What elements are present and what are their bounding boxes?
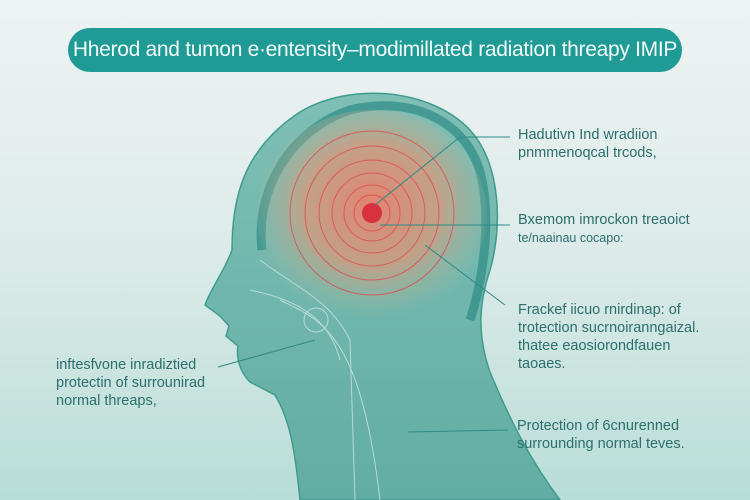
label-line: Hadutivn Ind wradiion bbox=[518, 127, 658, 143]
dose-rings bbox=[289, 130, 455, 296]
label-line: normal threaps, bbox=[56, 393, 157, 409]
label-line: te/naainau cocapo: bbox=[518, 231, 624, 245]
label-lower-right: Frackef iicuo rnirdinap: of trotection s… bbox=[518, 301, 699, 373]
label-bottom-right: Protection of 6cnurenned surrounding nor… bbox=[517, 417, 685, 453]
leader-lines bbox=[217, 136, 510, 433]
label-line: Frackef iicuo rnirdinap: of bbox=[518, 302, 681, 318]
label-line: surrounding normal teves. bbox=[517, 436, 685, 452]
title-banner: Hherod and tumon e·entensity–modimillate… bbox=[68, 28, 682, 72]
label-mid-right: Bxemom imrockon treaoict te/naainau coca… bbox=[518, 211, 690, 247]
label-line: taoaes. bbox=[518, 356, 566, 372]
label-line: Protection of 6cnurenned bbox=[517, 418, 680, 434]
label-line: pnmmenoqcal trcods, bbox=[518, 145, 657, 161]
label-line: trotection sucrnoiranngaizal. bbox=[518, 320, 700, 336]
tumor-target bbox=[362, 203, 382, 223]
label-line: thatee eaosiorondfauen bbox=[518, 338, 671, 354]
label-top-right: Hadutivn Ind wradiion pnmmenoqcal trcods… bbox=[518, 126, 657, 162]
label-line: inftesfvone inradiztied bbox=[56, 357, 197, 373]
label-line: Bxemom imrockon treaoict bbox=[518, 212, 690, 228]
title-text: Hherod and tumon e·entensity–modimillate… bbox=[72, 38, 678, 61]
nerve-lines bbox=[249, 259, 381, 500]
label-left: inftesfvone inradiztied protectin of sur… bbox=[56, 356, 205, 410]
label-line: protectin of surrounirad bbox=[56, 375, 206, 391]
